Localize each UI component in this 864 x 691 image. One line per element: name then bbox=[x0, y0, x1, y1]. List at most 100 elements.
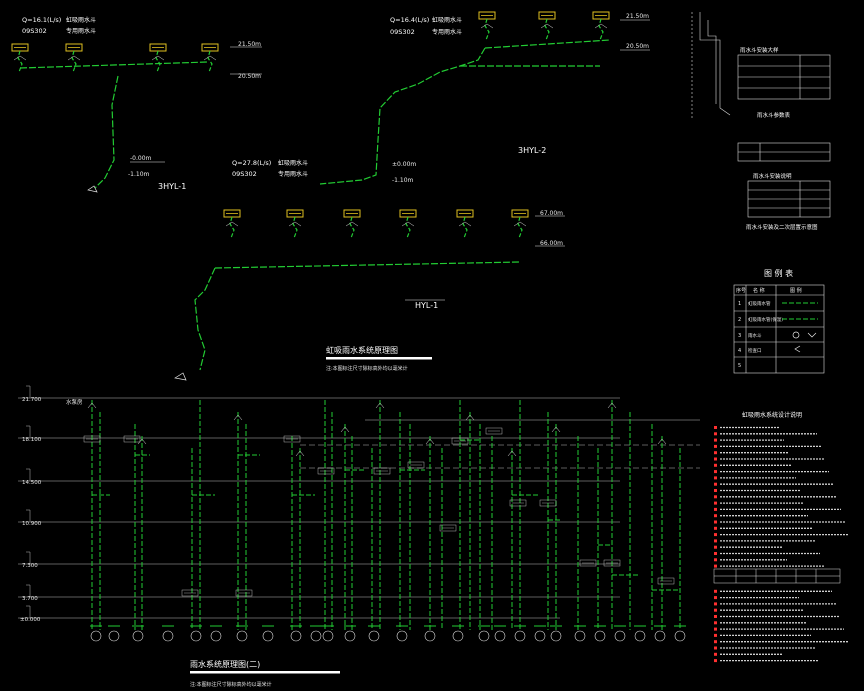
roof-drain-fixture bbox=[399, 209, 417, 239]
elevation-label: 67.00m bbox=[540, 210, 563, 217]
note-bullet bbox=[714, 558, 717, 562]
note-bullet bbox=[714, 621, 717, 625]
riser-cap bbox=[465, 414, 475, 421]
note-bullet bbox=[714, 615, 717, 618]
drain-tail-pipe bbox=[155, 50, 161, 73]
axis-bubble bbox=[634, 630, 646, 642]
floor-label: 21.700 bbox=[22, 397, 42, 403]
device-note: 专用雨水斗 bbox=[66, 27, 96, 35]
note-bullet bbox=[714, 426, 717, 429]
axis-bubble bbox=[514, 630, 526, 642]
legend-row-no: 1 bbox=[738, 301, 741, 307]
design-notes: 虹吸雨水系统设计说明 bbox=[713, 411, 849, 663]
note-bullet bbox=[714, 533, 717, 537]
drawing-title: 雨水系统原理图(二) bbox=[190, 659, 260, 669]
check-port-icon bbox=[794, 345, 801, 353]
floor-label: ±0.000 bbox=[20, 617, 41, 623]
flow-note: Q=16.1(L/s) bbox=[22, 16, 61, 24]
drain-tail-pipe bbox=[405, 216, 411, 239]
system-3hyl-2: Q=16.4(L/s) 09S302 虹吸雨水斗 专用雨水斗 21.50m 20… bbox=[319, 11, 650, 185]
legend-row-no: 4 bbox=[738, 348, 741, 354]
riser-tag bbox=[579, 559, 597, 567]
system-3hyl-1: Q=16.1(L/s) 09S302 虹吸雨水斗 专用雨水斗 21.50m 20… bbox=[11, 16, 262, 193]
roof-drain-row-tr bbox=[478, 11, 610, 41]
detail-caption: 雨水斗安装及二次层置示意图 bbox=[746, 223, 818, 231]
drain-flange bbox=[594, 23, 608, 29]
axis-bubble bbox=[674, 630, 686, 642]
system-label: HYL-1 bbox=[415, 301, 438, 310]
legend-row-no: 3 bbox=[738, 333, 741, 339]
note-bullet bbox=[714, 589, 717, 593]
axis-bubble bbox=[594, 630, 606, 642]
riser-pipes bbox=[83, 400, 681, 630]
riser-tag bbox=[283, 435, 301, 443]
axis-bubble bbox=[534, 630, 546, 642]
elevation-label: 20.50m bbox=[626, 43, 649, 50]
riser-cap bbox=[137, 438, 147, 445]
device-note: 专用雨水斗 bbox=[278, 170, 308, 178]
system-label: 3HYL-2 bbox=[518, 146, 546, 155]
title-underline bbox=[190, 671, 340, 674]
drain-flange bbox=[288, 221, 302, 227]
note-bullet bbox=[714, 495, 717, 499]
elevation-label: -1.10m bbox=[128, 171, 150, 178]
floor-label: 7.300 bbox=[22, 563, 38, 569]
drain-tail-pipe bbox=[207, 50, 213, 73]
axis-bubble bbox=[190, 630, 202, 642]
note-bullet bbox=[714, 482, 717, 486]
legend-header-name: 名 称 bbox=[753, 287, 765, 294]
axis-bubble bbox=[108, 630, 120, 642]
drain-flange bbox=[67, 55, 81, 61]
floor-tick bbox=[26, 468, 31, 481]
drain-flange bbox=[401, 221, 415, 227]
drawing-subtitle: 注:本图标注尺寸除标高外均以毫米计 bbox=[326, 365, 408, 372]
axis-bubbles bbox=[90, 625, 686, 642]
note-bullet bbox=[714, 451, 717, 455]
drain-flange bbox=[458, 221, 472, 227]
note-bullet bbox=[714, 633, 717, 637]
drain-tail-pipe bbox=[229, 216, 235, 239]
elevation-label: 21.50m bbox=[238, 41, 261, 48]
roof-drain-fixture bbox=[511, 209, 529, 239]
collector-pipe-tl bbox=[19, 61, 209, 69]
elevation-label: -0.00m bbox=[130, 155, 152, 162]
riser-tag bbox=[83, 435, 101, 443]
riser-tag bbox=[123, 435, 141, 443]
floor-label: 10.900 bbox=[22, 521, 42, 527]
axis-bubble bbox=[396, 630, 408, 642]
note-bullet bbox=[714, 444, 717, 448]
note-bullet bbox=[714, 552, 717, 555]
note-bullet bbox=[714, 659, 717, 663]
legend-row-name: 虹吸雨水管 bbox=[748, 300, 771, 307]
system-label: 3HYL-1 bbox=[158, 182, 186, 191]
drain-tail-pipe bbox=[484, 18, 490, 41]
riser-cap bbox=[507, 450, 517, 457]
axis-bubble bbox=[574, 630, 586, 642]
device-note: 专用雨水斗 bbox=[432, 28, 462, 36]
roof-drain-row-tl bbox=[11, 43, 219, 73]
axis-bubble bbox=[614, 630, 626, 642]
detail-table-title: 雨水斗安装说明 bbox=[753, 172, 792, 180]
drain-flange bbox=[513, 221, 527, 227]
note-bullet bbox=[714, 507, 717, 511]
axis-bubble bbox=[550, 630, 562, 642]
note-bullet bbox=[714, 432, 717, 436]
riser-cap bbox=[295, 450, 305, 457]
notes-body bbox=[714, 426, 849, 663]
riser-tag bbox=[603, 559, 621, 567]
legend-row-name: 检查口 bbox=[748, 347, 762, 354]
floor-label: 14.500 bbox=[22, 480, 42, 486]
elevation-label: 66.00m bbox=[540, 240, 563, 247]
drain-tail-pipe bbox=[544, 18, 550, 41]
drain-tail-pipe bbox=[598, 18, 604, 41]
drawing-title: 虹吸雨水系统原理图 bbox=[326, 345, 398, 355]
note-bullet bbox=[714, 476, 717, 480]
collector-pipe-tr bbox=[319, 47, 486, 185]
riser-cap bbox=[340, 426, 350, 433]
device-note: 虹吸雨水斗 bbox=[278, 159, 308, 167]
floor-tick bbox=[26, 509, 31, 522]
device-note: 虹吸雨水斗 bbox=[66, 16, 96, 24]
detail-panel bbox=[691, 12, 831, 218]
drain-flange bbox=[480, 23, 494, 29]
detail-table-title: 雨水斗参数表 bbox=[757, 111, 791, 119]
